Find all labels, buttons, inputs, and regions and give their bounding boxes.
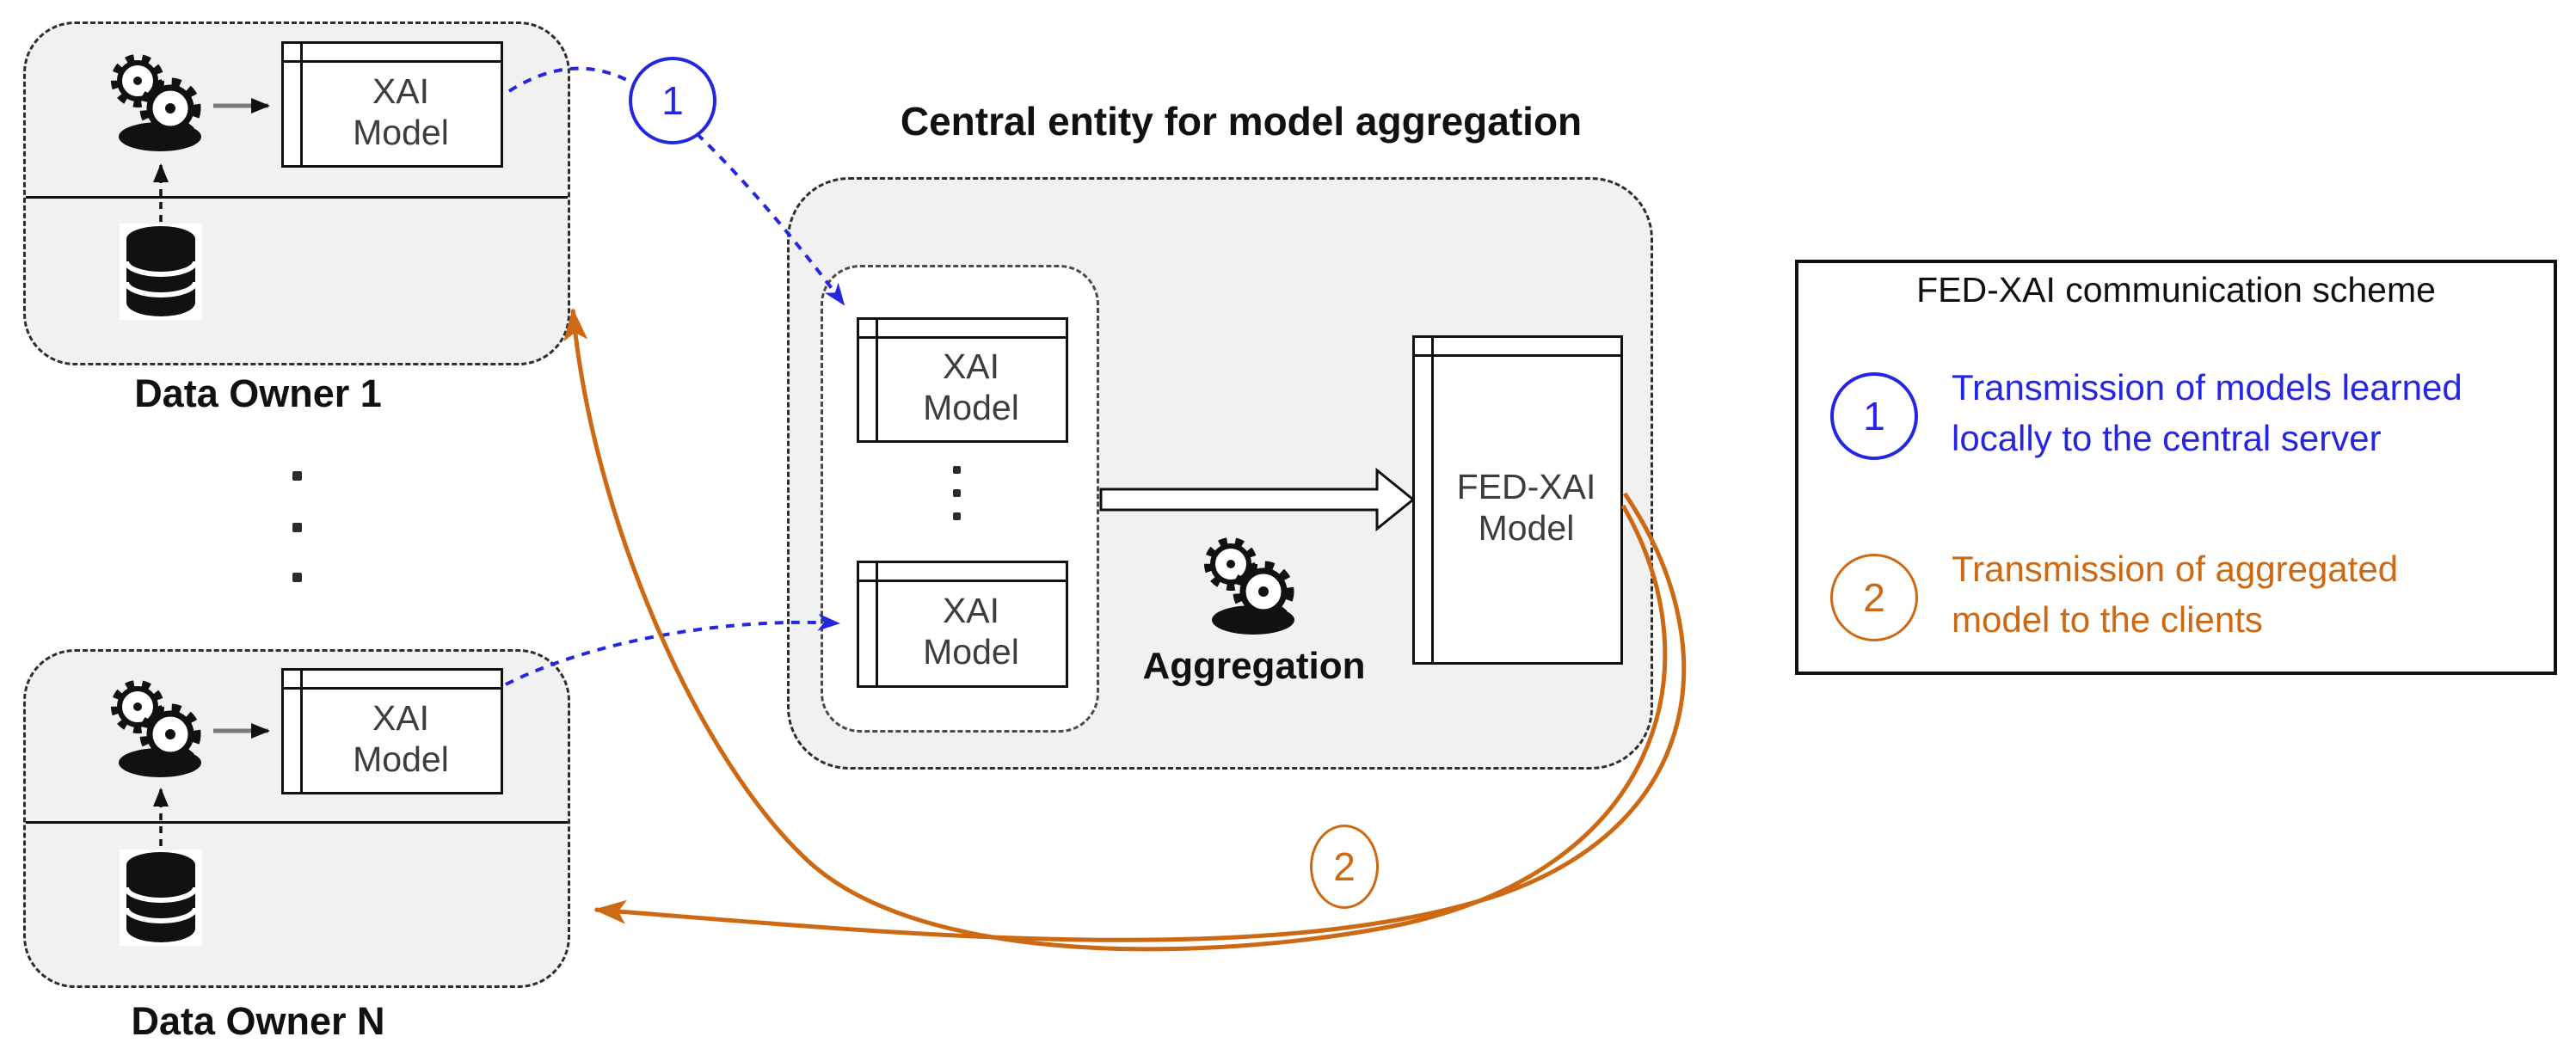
ellipsis-dot	[292, 471, 302, 481]
aggregation-gears-icon	[1204, 537, 1294, 635]
database-icon	[120, 224, 202, 320]
step-1-number: 1	[661, 78, 684, 123]
local-learning-gears-icon	[111, 54, 201, 151]
data-owner-n-label: Data Owner N	[131, 999, 385, 1043]
fed-xai-model-label-line2: Model	[1478, 507, 1575, 548]
xai-model-label-line2: Model	[923, 632, 1019, 672]
xai-model-label: XAI Model	[906, 331, 1019, 428]
ellipsis-dot	[953, 512, 961, 520]
xai-model-label-line1: XAI	[942, 347, 1000, 387]
local-learning-gears-icon	[111, 680, 201, 777]
xai-model-label-line1: XAI	[372, 697, 430, 738]
xai-model-box-central-1: XAI Model	[857, 317, 1068, 443]
legend-step-2-badge: 2	[1830, 554, 1918, 641]
xai-model-label-line1: XAI	[372, 71, 430, 111]
step-2-badge: 2	[1310, 825, 1379, 909]
central-entity-title: Central entity for model aggregation	[900, 99, 1583, 144]
legend-step-1-badge: 1	[1830, 372, 1918, 460]
xai-model-box-owner-n: XAI Model	[281, 668, 503, 794]
legend-item-1-line2: locally to the central server	[1952, 418, 2382, 458]
xai-model-box-owner-1: XAI Model	[281, 41, 503, 168]
legend-item-2-text: Transmission of aggregated model to the …	[1952, 543, 2398, 645]
xai-model-label: XAI Model	[906, 575, 1019, 672]
owner-n-divider	[26, 821, 568, 824]
fed-xai-model-label-line1: FED-XAI	[1456, 466, 1596, 506]
legend-item-2-line1: Transmission of aggregated	[1952, 549, 2399, 589]
xai-model-label-line2: Model	[353, 112, 449, 152]
legend-title: FED-XAI communication scheme	[1916, 270, 2436, 310]
owner-1-divider	[26, 196, 568, 199]
xai-model-box-central-2: XAI Model	[857, 561, 1068, 688]
legend-item-1-line1: Transmission of models learned	[1952, 367, 2462, 408]
data-owner-1-label: Data Owner 1	[134, 371, 382, 415]
legend-box: FED-XAI communication scheme 1 Transmiss…	[1795, 260, 2557, 675]
legend-item-2-line2: model to the clients	[1952, 599, 2263, 640]
step-1-badge: 1	[629, 57, 716, 144]
ellipsis-dot	[953, 489, 961, 497]
step-2-number: 2	[1333, 844, 1356, 889]
ellipsis-dot	[953, 466, 961, 474]
xai-model-label-line2: Model	[923, 388, 1019, 427]
xai-model-label-line1: XAI	[942, 591, 1000, 631]
ellipsis-dot	[292, 523, 302, 532]
xai-model-label: XAI Model	[335, 56, 449, 153]
aggregation-label: Aggregation	[1142, 645, 1366, 687]
fed-xai-model-label: FED-XAI Model	[1440, 451, 1596, 549]
database-icon	[120, 850, 202, 946]
fed-xai-model-box: FED-XAI Model	[1412, 335, 1623, 665]
ellipsis-dot	[292, 573, 302, 582]
legend-item-1-text: Transmission of models learned locally t…	[1952, 362, 2462, 463]
legend-step-1-number: 1	[1863, 394, 1885, 439]
xai-model-label-line2: Model	[353, 739, 449, 779]
legend-step-2-number: 2	[1863, 575, 1885, 620]
xai-model-label: XAI Model	[335, 683, 449, 780]
